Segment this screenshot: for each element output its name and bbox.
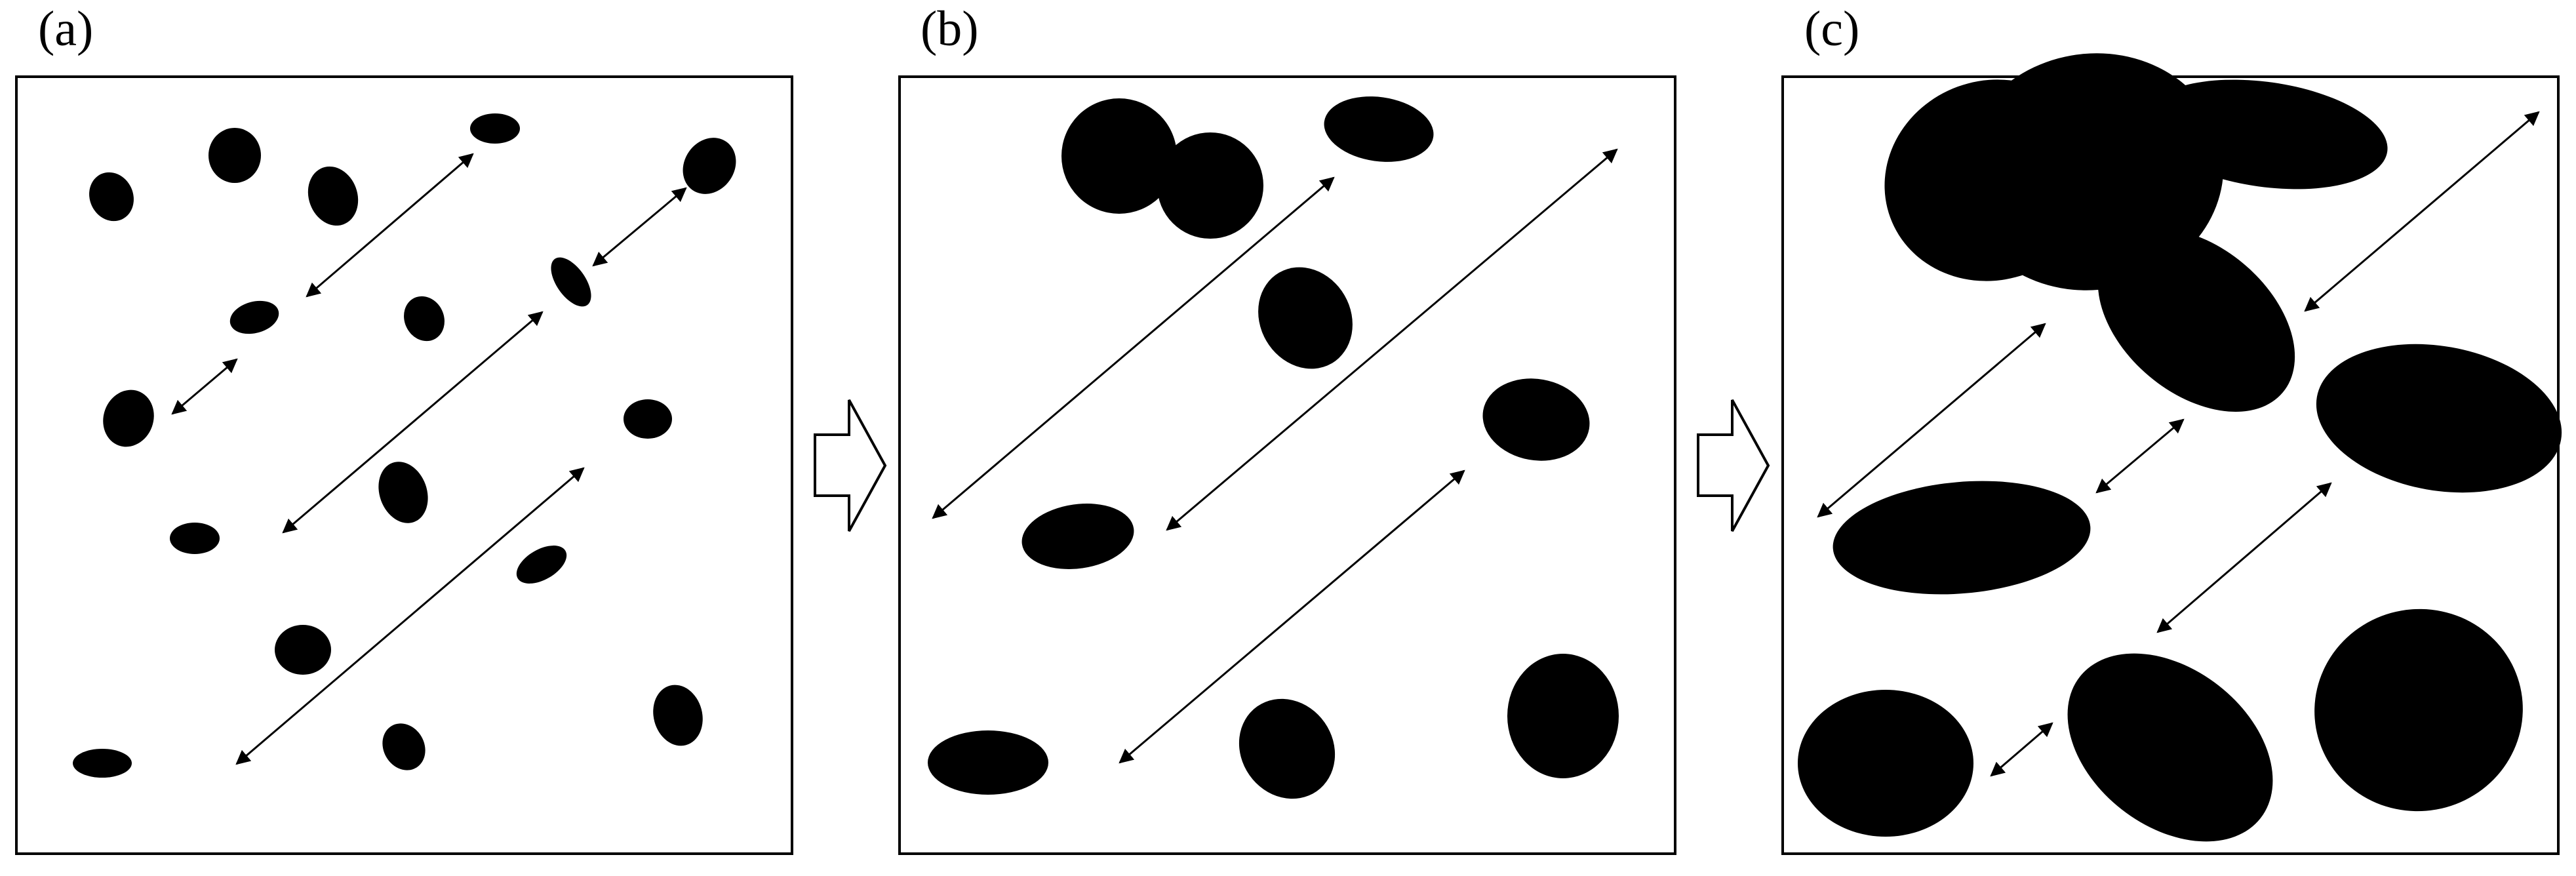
panel-c-particles [1798, 53, 2562, 842]
double-headed-arrow-icon [1990, 722, 2053, 777]
particle [1798, 690, 1973, 837]
panel-b-frame [898, 75, 1676, 855]
particle [1324, 96, 1434, 162]
particle [382, 723, 426, 770]
double-headed-arrow-icon [171, 358, 238, 415]
panel-label-c: (c) [1804, 1, 1860, 56]
particle [653, 685, 703, 746]
particle [103, 389, 154, 447]
double-headed-arrow-icon [592, 187, 687, 267]
panel-c-spacing-arrows [1817, 111, 2540, 777]
particle [1833, 481, 2091, 595]
particle [170, 523, 220, 554]
particle [2314, 608, 2523, 812]
particle [683, 138, 736, 194]
double-headed-arrow-icon [1119, 469, 1465, 764]
double-headed-arrow-icon [2095, 418, 2185, 494]
panel-a [15, 75, 793, 855]
panel-a-spacing-arrows [171, 153, 687, 765]
process-arrow-icon [1697, 399, 1770, 532]
particle [1021, 504, 1134, 569]
panel-label-b: (b) [921, 1, 979, 56]
particle [275, 625, 331, 675]
particle [1482, 378, 1590, 461]
particle [208, 128, 261, 183]
double-headed-arrow-icon [306, 153, 474, 298]
panel-b-particles [928, 96, 1619, 799]
particle [378, 462, 428, 523]
double-headed-arrow-icon [2156, 482, 2332, 633]
process-arrow-icon [814, 399, 887, 532]
particle [928, 730, 1048, 795]
particle [1157, 132, 1263, 239]
panel-a-frame [15, 75, 793, 855]
panel-b [898, 75, 1676, 855]
double-headed-arrow-icon [235, 467, 585, 765]
double-headed-arrow-icon [1166, 148, 1618, 531]
particle [89, 172, 134, 222]
particle [1258, 267, 1353, 369]
particle [307, 166, 359, 226]
panel-b-spacing-arrows [932, 148, 1618, 764]
particle [624, 399, 672, 439]
particle [1238, 698, 1336, 799]
particle [404, 296, 445, 342]
particle [470, 113, 520, 144]
panel-label-a: (a) [38, 1, 94, 56]
particle [1507, 654, 1619, 778]
panel-a-particles [73, 113, 736, 778]
particle [551, 257, 591, 307]
particle [73, 749, 132, 778]
particle [2097, 228, 2295, 412]
double-headed-arrow-icon [1817, 323, 2046, 518]
double-headed-arrow-icon [2304, 111, 2540, 312]
particle [229, 300, 279, 334]
particle [2067, 653, 2273, 842]
particle [2316, 344, 2562, 493]
panel-c [1781, 53, 2562, 855]
particle [516, 546, 567, 584]
